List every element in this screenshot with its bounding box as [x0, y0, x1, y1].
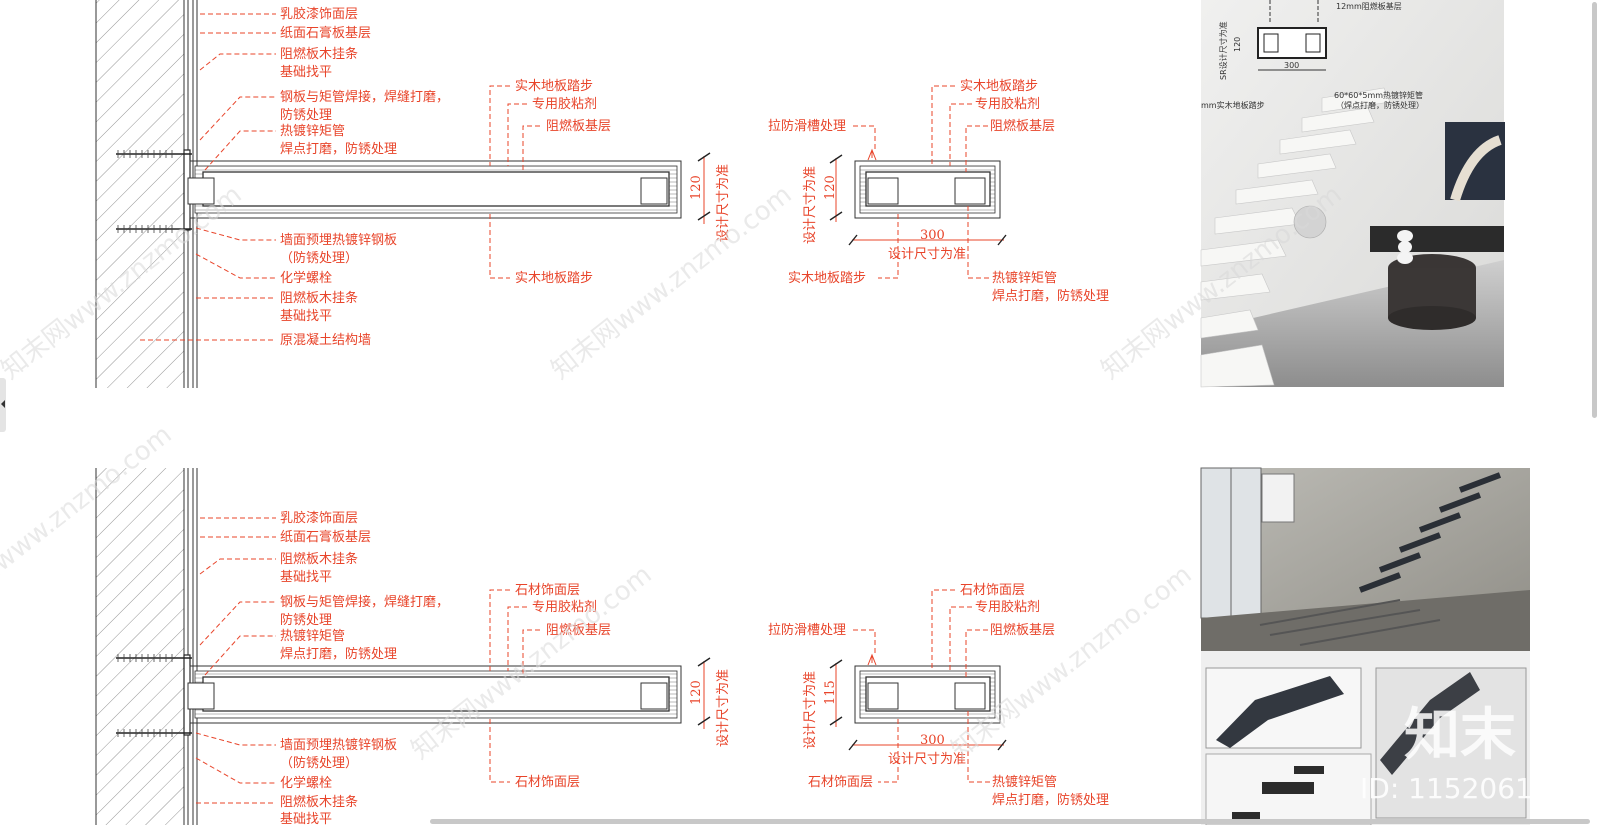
tread-label-finish-2: 石材饰面层 [515, 583, 580, 598]
section-dim-120: 120 [823, 175, 838, 200]
tread-thickness-dimension: 120 设计尺寸为准 [689, 152, 731, 242]
tread-label-base: 阻燃板基层 [546, 118, 611, 134]
anchor-bolt-icon-2 [116, 654, 192, 737]
wall-label-1: 乳胶漆饰面层 [280, 6, 358, 22]
section-label-bottom-right-2b: 焊点打磨，防锈处理 [992, 792, 1109, 808]
wall-label-2-6a: 墙面预埋热镀锌钢板 [280, 737, 397, 753]
wall-label-9: 原混凝土结构墙 [280, 332, 371, 348]
wall-label-5b: 焊点打磨，防锈处理 [280, 141, 397, 157]
photo-note-5: 60*60*5mm热镀锌矩管 [1334, 90, 1423, 100]
dim-note-text: 设计尺寸为准 [716, 164, 731, 242]
section-anti-slip: 拉防滑槽处理 [768, 118, 846, 134]
tread-label-finish: 实木地板踏步 [515, 79, 593, 94]
wall-label-6a: 墙面预埋热镀锌钢板 [280, 232, 397, 248]
wall-label-2-4a: 钢板与矩管焊接，焊缝打磨， [280, 594, 449, 610]
section-anti-slip-2: 拉防滑槽处理 [768, 622, 846, 638]
section-label-finish-2: 石材饰面层 [960, 583, 1025, 598]
concrete-wall-hatch-2 [96, 468, 184, 825]
wall-label-3a: 阻燃板木挂条 [280, 46, 358, 62]
wall-label-8b: 基础找平 [280, 309, 332, 324]
wall-label-2-6b: （防锈处理） [280, 755, 358, 771]
stair-photo-interior: 12mm阻燃板基层 120 300 SR设计尺寸为准 60*60*5mm热镀锌矩… [1200, 0, 1505, 388]
wall-label-2-5b: 焊点打磨，防锈处理 [280, 646, 397, 662]
section-dim-note-v-2: 设计尺寸为准 [803, 671, 818, 749]
wall-label-2-3a: 阻燃板木挂条 [280, 551, 358, 567]
top-detail-drawing: 120 设计尺寸为准 实木地板踏步 专用胶粘剂 阻燃板基层 实木地板踏步 乳胶漆… [95, 0, 1505, 388]
section-dim-note-v: 设计尺寸为准 [803, 166, 818, 244]
section-label-base-2: 阻燃板基层 [990, 622, 1055, 638]
image-id-watermark: ID: 1152061650 [1360, 772, 1586, 805]
cantilever-tread-2 [187, 665, 682, 724]
vertical-scrollbar[interactable] [1591, 0, 1599, 420]
dim-120-text: 120 [689, 175, 704, 200]
wall-leaders-2 [195, 517, 276, 804]
section-label-base: 阻燃板基层 [990, 118, 1055, 134]
photo-note-4: SR设计尺寸为准 [1218, 21, 1228, 80]
vertical-scrollbar-thumb[interactable] [1592, 2, 1597, 418]
wall-label-3b: 基础找平 [280, 65, 332, 80]
wall-label-2-3b: 基础找平 [280, 570, 332, 585]
wall-label-4a: 钢板与矩管焊接，焊缝打磨， [280, 89, 449, 105]
tread-label-base-2: 阻燃板基层 [546, 622, 611, 638]
section-dim-note-h: 设计尺寸为准 [888, 247, 966, 262]
section-label-adhesive: 专用胶粘剂 [975, 96, 1040, 112]
brand-watermark: 知末 [1404, 703, 1516, 768]
wall-label-2-2: 纸面石膏板基层 [280, 529, 371, 545]
photo-note-1: 12mm阻燃板基层 [1336, 1, 1402, 11]
left-panel-handle[interactable] [0, 378, 6, 432]
section-dim-300-2: 300 [920, 733, 945, 748]
wall-label-2-5a: 热镀锌矩管 [280, 628, 345, 644]
section-label-bottom-left-2: 石材饰面层 [808, 775, 873, 790]
wall-label-6b: （防锈处理） [280, 250, 358, 266]
tread-thickness-dimension-2: 120 设计尺寸为准 [689, 657, 731, 747]
dim-120-text-2: 120 [689, 680, 704, 705]
photo-note-7: mm实木地板踏步 [1201, 100, 1265, 110]
wall-label-4b: 防锈处理 [280, 107, 332, 123]
wall-label-2-4b: 防锈处理 [280, 612, 332, 628]
section-dim-300: 300 [920, 228, 945, 243]
bottom-detail-drawing: 120 设计尺寸为准 石材饰面层 专用胶粘剂 阻燃板基层 石材饰面层 乳胶漆饰面… [95, 467, 1530, 825]
photo-note-6: （焊点打磨，防锈处理） [1336, 100, 1424, 110]
wall-label-5a: 热镀锌矩管 [280, 123, 345, 139]
tread-cross-section [829, 148, 1007, 246]
wall-label-2-1: 乳胶漆饰面层 [280, 510, 358, 526]
photo-note-2: 120 [1233, 37, 1242, 52]
section-dim-115: 115 [823, 680, 838, 705]
wall-label-2-8a: 阻燃板木挂条 [280, 794, 358, 810]
wall-leaders [140, 13, 276, 341]
dim-note-text-2: 设计尺寸为准 [716, 669, 731, 747]
wall-label-7: 化学螺栓 [280, 270, 332, 286]
anchor-bolt-icon [116, 150, 192, 233]
concrete-wall-hatch [96, 0, 184, 388]
section-label-bottom-left: 实木地板踏步 [788, 271, 866, 286]
tread-label-adhesive: 专用胶粘剂 [532, 96, 597, 112]
horizontal-scrollbar[interactable] [430, 819, 1590, 825]
tread-cross-section-2 [829, 653, 1007, 751]
section-label-adhesive-2: 专用胶粘剂 [975, 599, 1040, 615]
section-dim-note-h-2: 设计尺寸为准 [888, 752, 966, 767]
horizontal-scrollbar-thumb[interactable] [430, 819, 1590, 824]
wall-label-2-7: 化学螺栓 [280, 775, 332, 791]
tread-label-adhesive-2: 专用胶粘剂 [532, 599, 597, 615]
chevron-left-icon [1, 400, 5, 408]
section-label-bottom-right-a: 热镀锌矩管 [992, 270, 1057, 286]
section-label-finish: 实木地板踏步 [960, 79, 1038, 94]
tread-label-bottom: 实木地板踏步 [515, 271, 593, 286]
wall-label-8a: 阻燃板木挂条 [280, 290, 358, 306]
tread-label-bottom-2: 石材饰面层 [515, 775, 580, 790]
section-label-bottom-right-b: 焊点打磨，防锈处理 [992, 288, 1109, 304]
section-label-bottom-right-2a: 热镀锌矩管 [992, 774, 1057, 790]
cantilever-tread [187, 160, 682, 219]
wall-label-2: 纸面石膏板基层 [280, 25, 371, 41]
wall-label-2-8b: 基础找平 [280, 812, 332, 825]
photo-note-3: 300 [1284, 61, 1299, 70]
stair-photo-construction [1200, 467, 1530, 825]
